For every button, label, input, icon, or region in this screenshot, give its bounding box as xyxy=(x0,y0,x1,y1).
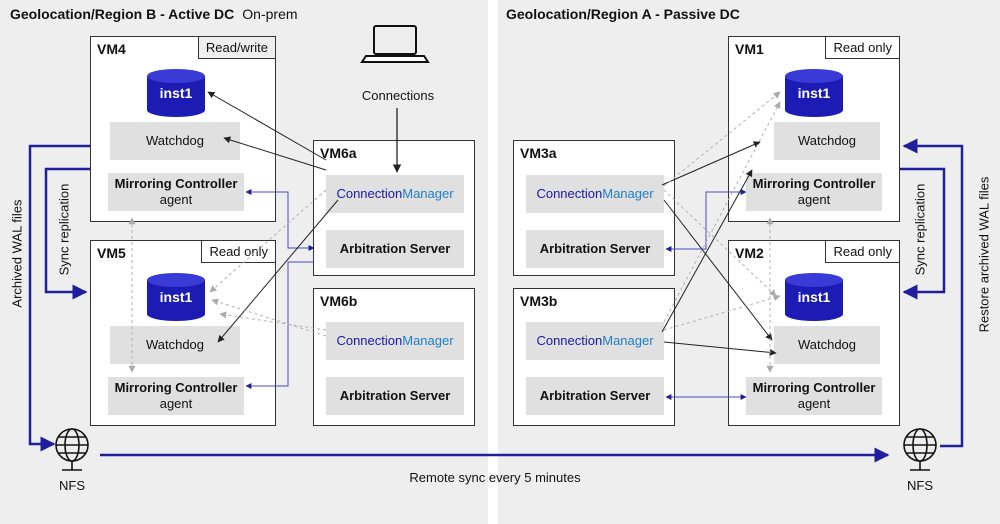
vm6a-arbitration-server: Arbitration Server xyxy=(326,230,464,268)
globe-icon-left xyxy=(55,428,89,471)
nfs-right-label: NFS xyxy=(907,478,933,493)
vm2-database-icon: inst1 xyxy=(783,272,845,322)
vm3a-connection-manager: Connection Manager xyxy=(526,175,664,213)
restore-wal-label: Restore archived WAL files xyxy=(976,176,992,333)
remote-sync-label: Remote sync every 5 minutes xyxy=(409,470,581,485)
vm3b-arbitration-server: Arbitration Server xyxy=(526,377,664,415)
vm2-db-label: inst1 xyxy=(797,289,831,305)
vm1-db-label: inst1 xyxy=(797,85,831,101)
sync-replication-left-line xyxy=(44,167,90,300)
restore-wal-line xyxy=(902,138,964,448)
vm2-tag: Read only xyxy=(825,240,900,263)
region-a-title: Geolocation/Region A - Passive DC xyxy=(506,6,740,22)
vm4-tag: Read/write xyxy=(197,36,276,59)
vm1-database-icon: inst1 xyxy=(783,68,845,118)
region-b-note: On-prem xyxy=(242,6,298,22)
sync-replication-right-label: Sync replication xyxy=(912,183,928,276)
laptop-icon xyxy=(360,25,430,63)
vm3a-arbitration-server: Arbitration Server xyxy=(526,230,664,268)
vm4-db-label: inst1 xyxy=(159,85,193,101)
vm3a-label: VM3a xyxy=(520,145,557,161)
vm6b-arbitration-server: Arbitration Server xyxy=(326,377,464,415)
vm2-watchdog: Watchdog xyxy=(774,326,880,364)
vm4-watchdog: Watchdog xyxy=(110,122,240,160)
nfs-left-label: NFS xyxy=(59,478,85,493)
vm6a-connection-manager: Connection Manager xyxy=(326,175,464,213)
vm6b-connection-manager: Connection Manager xyxy=(326,322,464,360)
vm5-database-icon: inst1 xyxy=(145,272,207,322)
vm3b-label: VM3b xyxy=(520,293,558,309)
vm6a-label: VM6a xyxy=(320,145,357,161)
vm5-label: VM5 xyxy=(97,245,126,261)
globe-icon-right xyxy=(903,428,937,471)
vm5-db-label: inst1 xyxy=(159,289,193,305)
vm3b-connection-manager: Connection Manager xyxy=(526,322,664,360)
sync-replication-left-label: Sync replication xyxy=(56,183,72,276)
sync-replication-right-line xyxy=(900,167,946,300)
archived-wal-label: Archived WAL files xyxy=(9,199,25,308)
archive-wal-line xyxy=(28,144,90,452)
vm1-watchdog: Watchdog xyxy=(774,122,880,160)
connections-label: Connections xyxy=(361,88,435,103)
vm1-label: VM1 xyxy=(735,41,764,57)
vm6b-label: VM6b xyxy=(320,293,358,309)
vm4-label: VM4 xyxy=(97,41,126,57)
vm1-tag: Read only xyxy=(825,36,900,59)
vm4-database-icon: inst1 xyxy=(145,68,207,118)
